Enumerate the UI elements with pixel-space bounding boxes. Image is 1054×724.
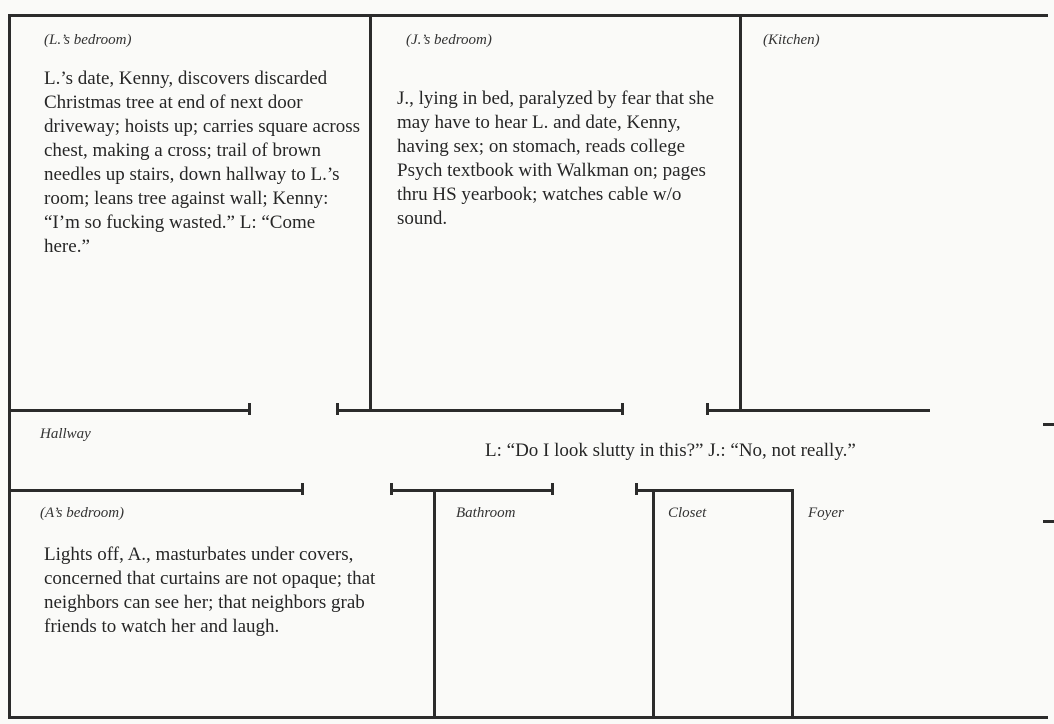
closet-label: Closet	[668, 505, 707, 521]
door-jamb	[621, 403, 624, 415]
door-jamb	[248, 403, 251, 415]
right-wall-stub-1	[1043, 423, 1054, 426]
hallway-top-wall-3	[706, 409, 930, 412]
outer-wall-left	[8, 14, 11, 718]
kitchen-label: (Kitchen)	[763, 32, 820, 48]
wall-a-bathroom-divider	[433, 489, 436, 718]
hallway-label: Hallway	[40, 426, 91, 442]
wall-l-j-divider	[369, 14, 372, 412]
bathroom-label: Bathroom	[456, 505, 516, 521]
wall-closet-foyer-divider	[791, 489, 794, 718]
wall-j-kitchen-divider	[739, 14, 742, 412]
hallway-top-wall-2	[336, 409, 624, 412]
outer-wall-top	[8, 14, 1048, 17]
door-jamb	[551, 483, 554, 495]
hallway-bottom-wall-1	[10, 489, 304, 492]
right-wall-stub-2	[1043, 520, 1054, 523]
hallway-bottom-wall-3	[635, 489, 793, 492]
a-bedroom-label: (A’s bedroom)	[40, 505, 125, 521]
hallway-top-wall-1	[10, 409, 251, 412]
l-bedroom-text: L.’s date, Kenny, discovers discarded Ch…	[44, 68, 361, 257]
j-bedroom-text: J., lying in bed, paralyzed by fear that…	[397, 88, 715, 229]
foyer-label: Foyer	[808, 505, 844, 521]
outer-wall-bottom	[8, 716, 1048, 719]
hallway-bottom-wall-2	[390, 489, 554, 492]
door-jamb	[301, 483, 304, 495]
j-bedroom-label: (J.’s bedroom)	[406, 32, 492, 48]
hallway-dialogue: L: “Do I look slutty in this?” J.: “No, …	[485, 440, 856, 461]
a-bedroom-text: Lights off, A., masturbates under covers…	[44, 544, 376, 637]
wall-bathroom-closet-divider	[652, 489, 655, 718]
l-bedroom-label: (L.’s bedroom)	[44, 32, 132, 48]
